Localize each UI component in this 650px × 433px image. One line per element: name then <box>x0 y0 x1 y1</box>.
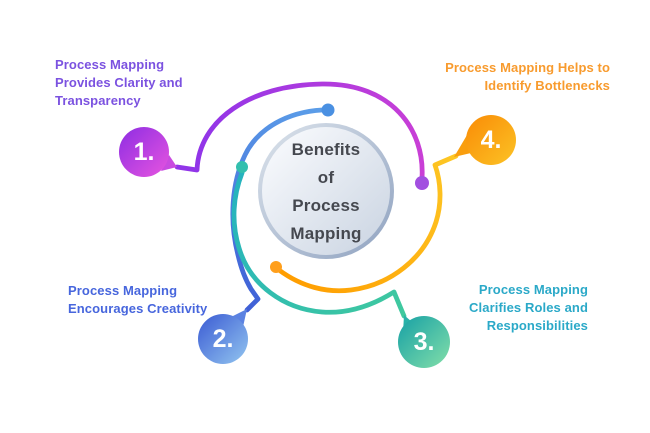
arc-benefit-3 <box>231 170 407 319</box>
badge-tail-2 <box>231 309 247 327</box>
arc-dot-2 <box>321 103 335 117</box>
number-badge-4 <box>466 115 516 165</box>
arc-benefit-1 <box>174 81 425 181</box>
benefit-label-1: Process Mapping Provides Clarity and Tra… <box>55 57 183 108</box>
center-title: Benefits of Process Mapping <box>290 140 362 243</box>
benefit-label-3: Process Mapping Clarifies Roles and Resp… <box>469 282 588 333</box>
badge-number-3: 3. <box>413 328 435 356</box>
benefit-label-2: Process Mapping Encourages Creativity <box>68 283 208 316</box>
arc-dot-4 <box>270 261 282 273</box>
benefit-label-4: Process Mapping Helps to Identify Bottle… <box>445 60 610 93</box>
badge-number-4: 4. <box>480 126 502 154</box>
center-circle <box>262 127 390 255</box>
number-badge-1 <box>119 127 169 177</box>
number-badge-2 <box>198 314 248 364</box>
badge-number-1: 1. <box>133 138 155 166</box>
arc-dot-3 <box>236 161 248 173</box>
arc-dot-1 <box>415 176 429 190</box>
arc-benefit-4 <box>276 153 459 294</box>
number-badge-3 <box>398 316 450 368</box>
badge-number-2: 2. <box>212 325 234 353</box>
badge-tail-1 <box>161 155 177 171</box>
